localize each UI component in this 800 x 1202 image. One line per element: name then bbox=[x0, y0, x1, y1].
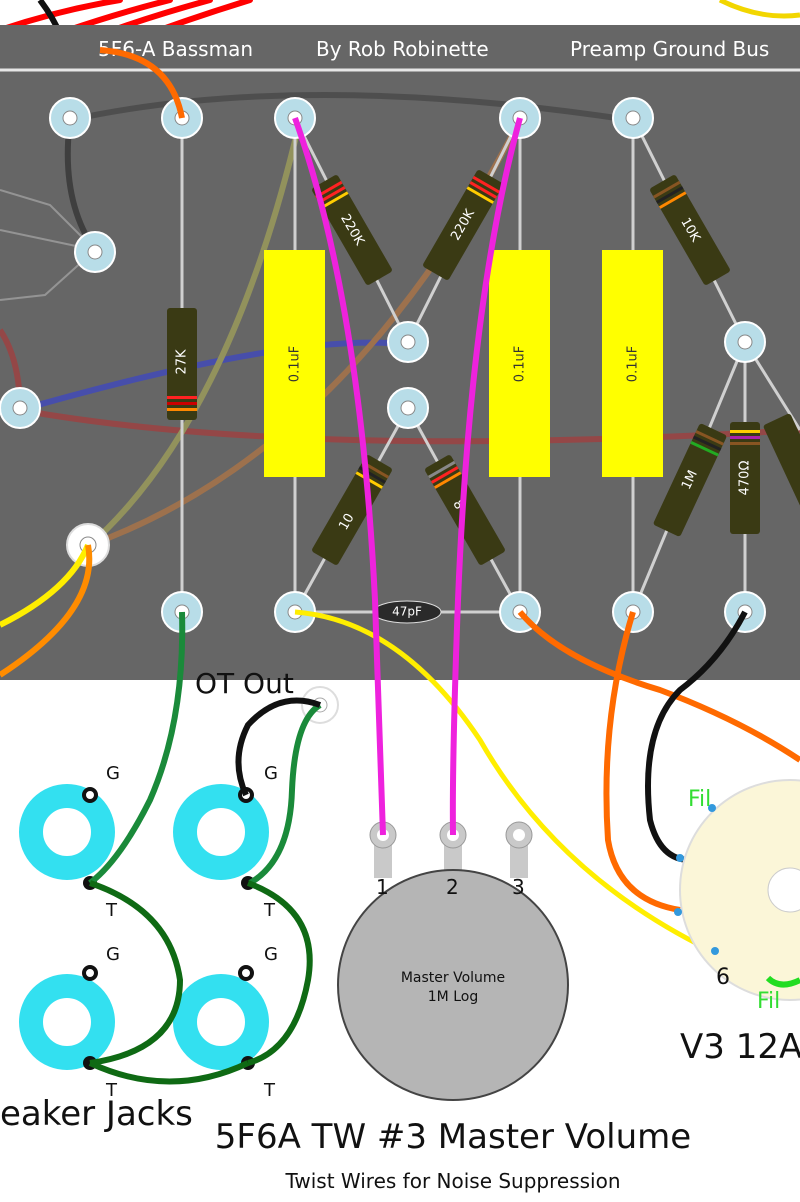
tube-name: V3 12A bbox=[680, 1027, 800, 1067]
main-title: 5F6A TW #3 Master Volume bbox=[215, 1117, 691, 1157]
header-title-right: Preamp Ground Bus bbox=[570, 37, 769, 61]
orange-wire-left bbox=[0, 544, 93, 678]
jack-label-t: T bbox=[105, 1080, 118, 1101]
jack-1 bbox=[19, 784, 115, 880]
tube-pin-6-label: 6 bbox=[716, 965, 730, 990]
resistor-220k-a bbox=[312, 175, 392, 285]
label-cap-47pf: 47pF bbox=[392, 605, 422, 619]
filament-label-top: Fil bbox=[688, 787, 711, 812]
jack-label-t: T bbox=[263, 1080, 276, 1101]
yellow-wire-v3 bbox=[294, 609, 722, 958]
label-470: 470Ω bbox=[738, 461, 753, 496]
tube-pin-dot bbox=[711, 947, 719, 955]
label-1m: 1M bbox=[679, 468, 701, 492]
v3-tube-socket bbox=[674, 779, 800, 1001]
capacitor-c bbox=[602, 250, 663, 477]
jack-ground-lug bbox=[82, 787, 98, 803]
resistor-10k bbox=[650, 175, 730, 285]
capacitor-labels: 0.1uF 0.1uF 0.1uF bbox=[288, 346, 641, 382]
header-title-left: 5F6-A Bassman bbox=[98, 37, 253, 61]
jack-label-g: G bbox=[106, 944, 120, 965]
yellow-wire-top bbox=[718, 0, 800, 19]
jack-label-t: T bbox=[263, 900, 276, 921]
black-wire-ot bbox=[235, 697, 322, 797]
ot-out-label: OT Out bbox=[195, 667, 294, 700]
green-wire-ot bbox=[248, 702, 322, 886]
jack-labels: G T G T G T G T bbox=[105, 763, 278, 1101]
tube-pin-dot bbox=[674, 908, 682, 916]
capacitors bbox=[264, 250, 663, 624]
capacitor-b bbox=[489, 250, 550, 477]
tube-pin-dot bbox=[676, 854, 684, 862]
subtitle: Twist Wires for Noise Suppression bbox=[284, 1169, 620, 1193]
dark-green-jumpers bbox=[88, 880, 313, 1085]
pot-labels: 1 2 3 Master Volume 1M Log bbox=[376, 875, 525, 1005]
filament-label-bottom: Fil bbox=[757, 989, 780, 1014]
jack-label-t: T bbox=[105, 900, 118, 921]
resistor-1m bbox=[653, 423, 727, 537]
resistor-27k bbox=[167, 308, 197, 420]
resistor-220k-b bbox=[423, 170, 503, 280]
resistor-edge bbox=[763, 413, 800, 527]
pot-value: 1M Log bbox=[428, 989, 478, 1005]
magenta-wire-pin1 bbox=[292, 116, 386, 836]
yellow-wire-left bbox=[0, 543, 91, 628]
jack-label-g: G bbox=[106, 763, 120, 784]
resistor-100k bbox=[312, 455, 392, 565]
green-wire-ground bbox=[88, 611, 186, 886]
turret bbox=[0, 97, 766, 633]
resistor-470 bbox=[730, 422, 760, 534]
orange-wire-v3-a bbox=[603, 611, 681, 913]
jack-4 bbox=[173, 974, 269, 1070]
label-27k: 27K bbox=[175, 349, 190, 375]
label-100k: 10 bbox=[336, 511, 357, 533]
pot-body bbox=[337, 869, 569, 1101]
pot-pin-3-label: 3 bbox=[512, 875, 525, 899]
jack-label-g: G bbox=[264, 763, 278, 784]
capacitor-a bbox=[264, 250, 325, 477]
orange-wire-v3-b bbox=[517, 610, 800, 763]
label-cap-c: 0.1uF bbox=[626, 346, 641, 382]
tube-socket-body bbox=[679, 779, 800, 1001]
black-wire-v3 bbox=[645, 610, 800, 873]
speaker-jacks bbox=[19, 784, 269, 1070]
jack-3 bbox=[19, 974, 115, 1070]
label-cap-a: 0.1uF bbox=[288, 346, 303, 382]
master-volume-pot bbox=[337, 821, 569, 1101]
pot-name: Master Volume bbox=[401, 970, 505, 986]
tube-labels: Fil Fil 6 V3 12A bbox=[680, 787, 800, 1067]
green-filament-wire bbox=[765, 975, 800, 988]
tube-pin-dot bbox=[708, 804, 716, 812]
label-cap-b: 0.1uF bbox=[513, 346, 528, 382]
jack-label-g: G bbox=[264, 944, 278, 965]
magenta-wire-pin2 bbox=[449, 117, 523, 836]
header: 5F6-A Bassman By Rob Robinette Preamp Gr… bbox=[98, 37, 769, 61]
header-title-mid: By Rob Robinette bbox=[316, 37, 489, 61]
pot-pin-2-label: 2 bbox=[446, 875, 459, 899]
speaker-jacks-label: eaker Jacks bbox=[0, 1094, 193, 1134]
jack-2 bbox=[173, 784, 269, 880]
pot-pin-1-label: 1 bbox=[376, 875, 389, 899]
orange-wire-header bbox=[99, 47, 185, 119]
